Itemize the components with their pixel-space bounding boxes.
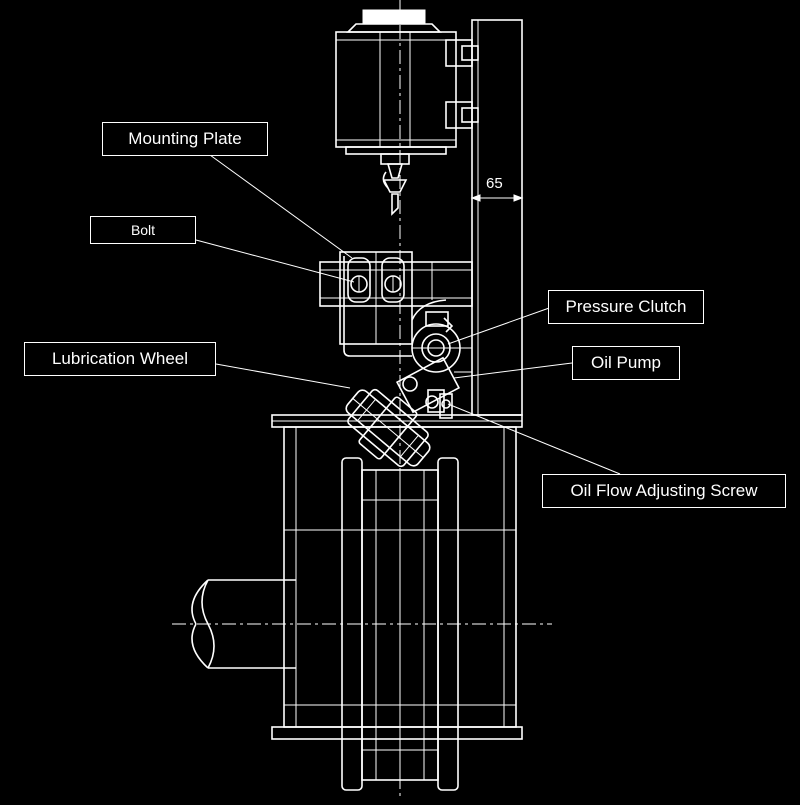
oil-flow-adjusting-screw-label: Oil Flow Adjusting Screw bbox=[542, 474, 786, 508]
leader-lines bbox=[195, 154, 621, 475]
pressure-clutch bbox=[411, 311, 472, 373]
housing-frame bbox=[271, 426, 523, 740]
oil-reservoir bbox=[335, 9, 457, 216]
dimension-65 bbox=[470, 194, 524, 202]
vertical-bracket bbox=[445, 19, 523, 416]
oil-pump bbox=[395, 356, 472, 414]
lubrication-wheel bbox=[345, 388, 431, 468]
pressure-clutch-label: Pressure Clutch bbox=[548, 290, 704, 324]
bolt-label: Bolt bbox=[90, 216, 196, 244]
clamp-block bbox=[319, 251, 473, 357]
lubrication-wheel-label: Lubrication Wheel bbox=[24, 342, 216, 376]
dimension-value: 65 bbox=[486, 175, 503, 192]
oil-pump-label: Oil Pump bbox=[572, 346, 680, 380]
mounting-plate-label: Mounting Plate bbox=[102, 122, 268, 156]
shaft bbox=[172, 579, 552, 669]
